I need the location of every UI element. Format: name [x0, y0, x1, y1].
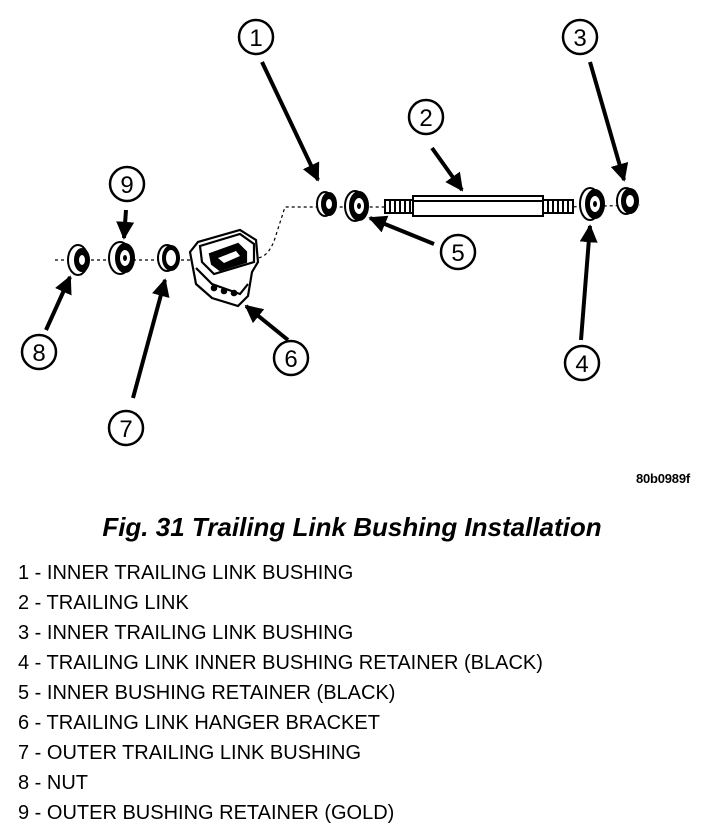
leader-arrow-4 [579, 224, 598, 341]
callout-1: 1 [237, 18, 275, 56]
leader-arrow-8 [44, 275, 72, 331]
figure-caption: Fig. 31 Trailing Link Bushing Installati… [102, 512, 602, 542]
inner-trailing-link-bushing-right-part [616, 187, 639, 215]
callout-6-number: 6 [284, 346, 297, 373]
callout-4-number: 4 [575, 351, 588, 378]
parts-legend: 1 - INNER TRAILING LINK BUSHING 2 - TRAI… [18, 558, 543, 828]
callout-5: 5 [439, 233, 477, 271]
callout-9-number: 9 [120, 172, 133, 199]
leader-arrow-1 [260, 61, 320, 182]
leader-arrow-7 [131, 278, 170, 399]
callout-1-number: 1 [249, 25, 262, 52]
nut-part [67, 244, 90, 276]
legend-item: 5 - INNER BUSHING RETAINER (BLACK) [18, 682, 396, 704]
leader-arrow-9 [116, 209, 135, 240]
callout-5-number: 5 [451, 240, 464, 267]
leader-arrow-3 [588, 61, 629, 182]
legend-item: 4 - TRAILING LINK INNER BUSHING RETAINER… [18, 652, 543, 674]
outer-trailing-link-bushing-part [157, 244, 180, 272]
callout-2-number: 2 [419, 105, 432, 132]
callout-2: 2 [407, 98, 445, 136]
trailing-link-inner-bushing-retainer-part [579, 187, 605, 221]
legend-item: 3 - INNER TRAILING LINK BUSHING [18, 622, 354, 644]
trailing-link-part [384, 195, 574, 217]
legend-item: 9 - OUTER BUSHING RETAINER (GOLD) [18, 802, 395, 824]
inner-bushing-retainer-part [344, 190, 369, 222]
legend-item: 2 - TRAILING LINK [18, 592, 189, 614]
callout-7-number: 7 [119, 416, 132, 443]
callout-8-number: 8 [32, 340, 45, 367]
legend-item: 7 - OUTER TRAILING LINK BUSHING [18, 742, 362, 764]
callout-9: 9 [108, 165, 146, 203]
callout-3-number: 3 [573, 25, 586, 52]
leader-arrows [44, 61, 629, 399]
callout-7: 7 [107, 409, 145, 447]
leader-arrow-2 [430, 146, 464, 192]
callout-4: 4 [563, 344, 601, 382]
callout-3: 3 [561, 18, 599, 56]
outer-bushing-retainer-part [108, 241, 135, 275]
inner-trailing-link-bushing-left-part [316, 191, 337, 217]
legend-item: 1 - INNER TRAILING LINK BUSHING [18, 562, 354, 584]
legend-item: 6 - TRAILING LINK HANGER BRACKET [18, 712, 380, 734]
leader-arrow-5 [368, 215, 435, 246]
callout-8: 8 [20, 333, 58, 371]
callout-6: 6 [272, 339, 310, 377]
figure-code: 80b0989f [635, 471, 690, 486]
callouts: 1 2 3 4 5 6 7 8 [20, 18, 601, 447]
leader-arrow-6 [244, 304, 290, 342]
exploded-parts-diagram: 1 2 3 4 5 6 7 8 [20, 18, 641, 447]
legend-item: 8 - NUT [18, 772, 88, 794]
hanger-bracket-part [188, 228, 260, 308]
